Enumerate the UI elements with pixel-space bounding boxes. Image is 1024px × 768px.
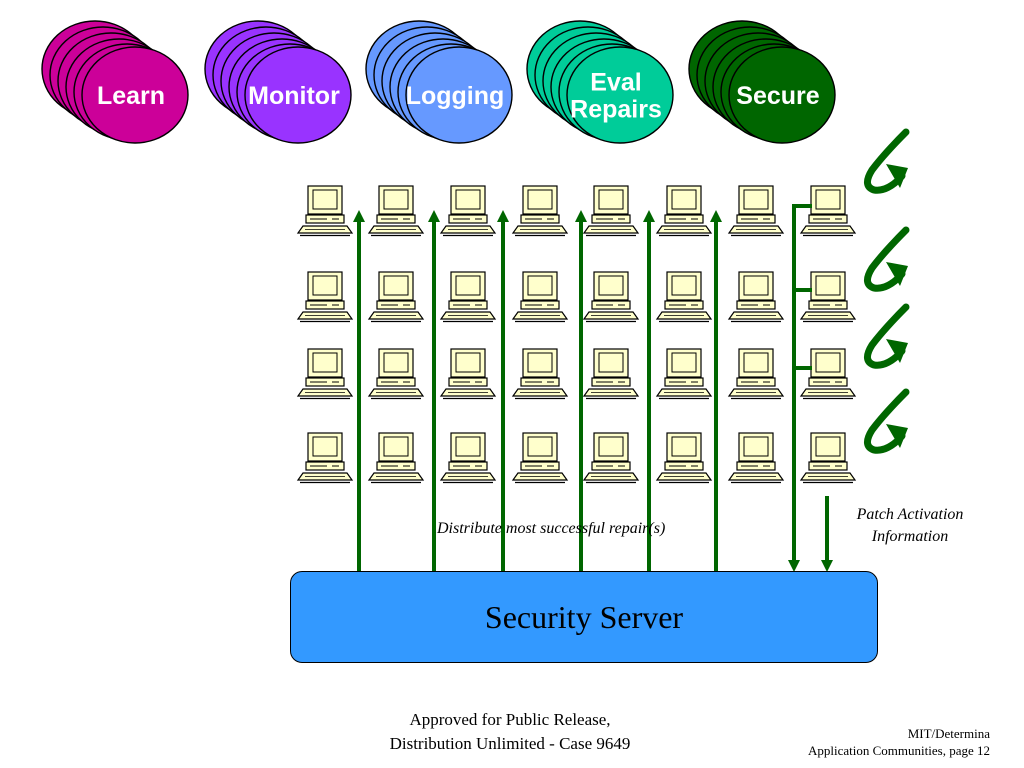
patch-label-line1: Patch Activation	[856, 506, 964, 523]
computer-icon	[439, 432, 497, 484]
distribute-arrow	[643, 210, 655, 571]
computer-icon	[655, 348, 713, 400]
computer-icon	[511, 348, 569, 400]
computer-icon	[511, 185, 569, 237]
computer-icon	[296, 348, 354, 400]
distribute-arrow	[575, 210, 587, 571]
stage-label: Logging	[406, 82, 505, 110]
security-server-label: Security Server	[484, 598, 684, 635]
computer-icon	[296, 185, 354, 237]
patch-activation-label: Patch Activation Information	[836, 504, 984, 548]
distribute-arrow	[353, 210, 365, 571]
computer-icon	[799, 185, 857, 237]
computer-icon	[439, 271, 497, 323]
release-notice: Approved for Public Release, Distributio…	[340, 708, 680, 756]
computer-icon	[727, 348, 785, 400]
computer-icon	[439, 185, 497, 237]
computer-icon	[655, 432, 713, 484]
stage-label: Secure	[736, 82, 819, 110]
page-number: Application Communities, page 12	[808, 743, 990, 758]
computer-icon	[367, 185, 425, 237]
patch-hook-arrow	[864, 128, 910, 194]
distribute-arrow	[710, 210, 722, 571]
stage-bubble-secure: Secure	[688, 20, 836, 144]
computer-icon	[655, 271, 713, 323]
patch-info-arrow	[821, 496, 833, 572]
computer-icon	[799, 432, 857, 484]
patch-hook-arrow	[864, 303, 910, 369]
computer-icon	[439, 348, 497, 400]
page-footer: MIT/Determina Application Communities, p…	[760, 725, 990, 759]
computer-icon	[367, 432, 425, 484]
computer-icon	[582, 271, 640, 323]
computer-icon	[367, 348, 425, 400]
computer-icon	[511, 432, 569, 484]
distribute-arrow	[497, 210, 509, 571]
stage-label: Learn	[97, 82, 165, 110]
patch-hook-arrow	[864, 388, 910, 454]
computer-icon	[727, 271, 785, 323]
release-notice-line1: Approved for Public Release,	[409, 710, 611, 729]
stage-label: Monitor	[248, 82, 340, 110]
release-notice-line2: Distribution Unlimited - Case 9649	[389, 734, 631, 753]
stage-label: Repairs	[570, 96, 662, 124]
distribute-arrow	[428, 210, 440, 571]
stage-bubble-monitor: Monitor	[204, 20, 352, 144]
computer-icon	[582, 348, 640, 400]
distribute-label: Distribute most successful repair(s)	[437, 520, 666, 537]
computer-icon	[296, 432, 354, 484]
computer-icon	[655, 185, 713, 237]
patch-label-line2: Information	[871, 528, 949, 545]
stage-bubble-logging: Logging	[365, 20, 513, 144]
org-name: MIT/Determina	[907, 726, 990, 741]
computer-icon	[727, 432, 785, 484]
security-server-box: Security Server	[290, 571, 878, 663]
computer-icon	[582, 432, 640, 484]
patch-hooks	[864, 128, 910, 454]
computer-icon	[799, 348, 857, 400]
stage-bubble-learn: Learn	[41, 20, 189, 144]
computer-icon	[727, 185, 785, 237]
patch-hook-arrow	[864, 226, 910, 292]
patch-bracket-arrow	[788, 204, 812, 572]
computer-icon	[367, 271, 425, 323]
computer-icon	[296, 271, 354, 323]
stage-label: Eval	[590, 69, 641, 97]
computer-icon	[511, 271, 569, 323]
computer-icon	[582, 185, 640, 237]
distribution-arrows	[353, 204, 833, 572]
computer-grid	[296, 185, 857, 484]
computer-icon	[799, 271, 857, 323]
